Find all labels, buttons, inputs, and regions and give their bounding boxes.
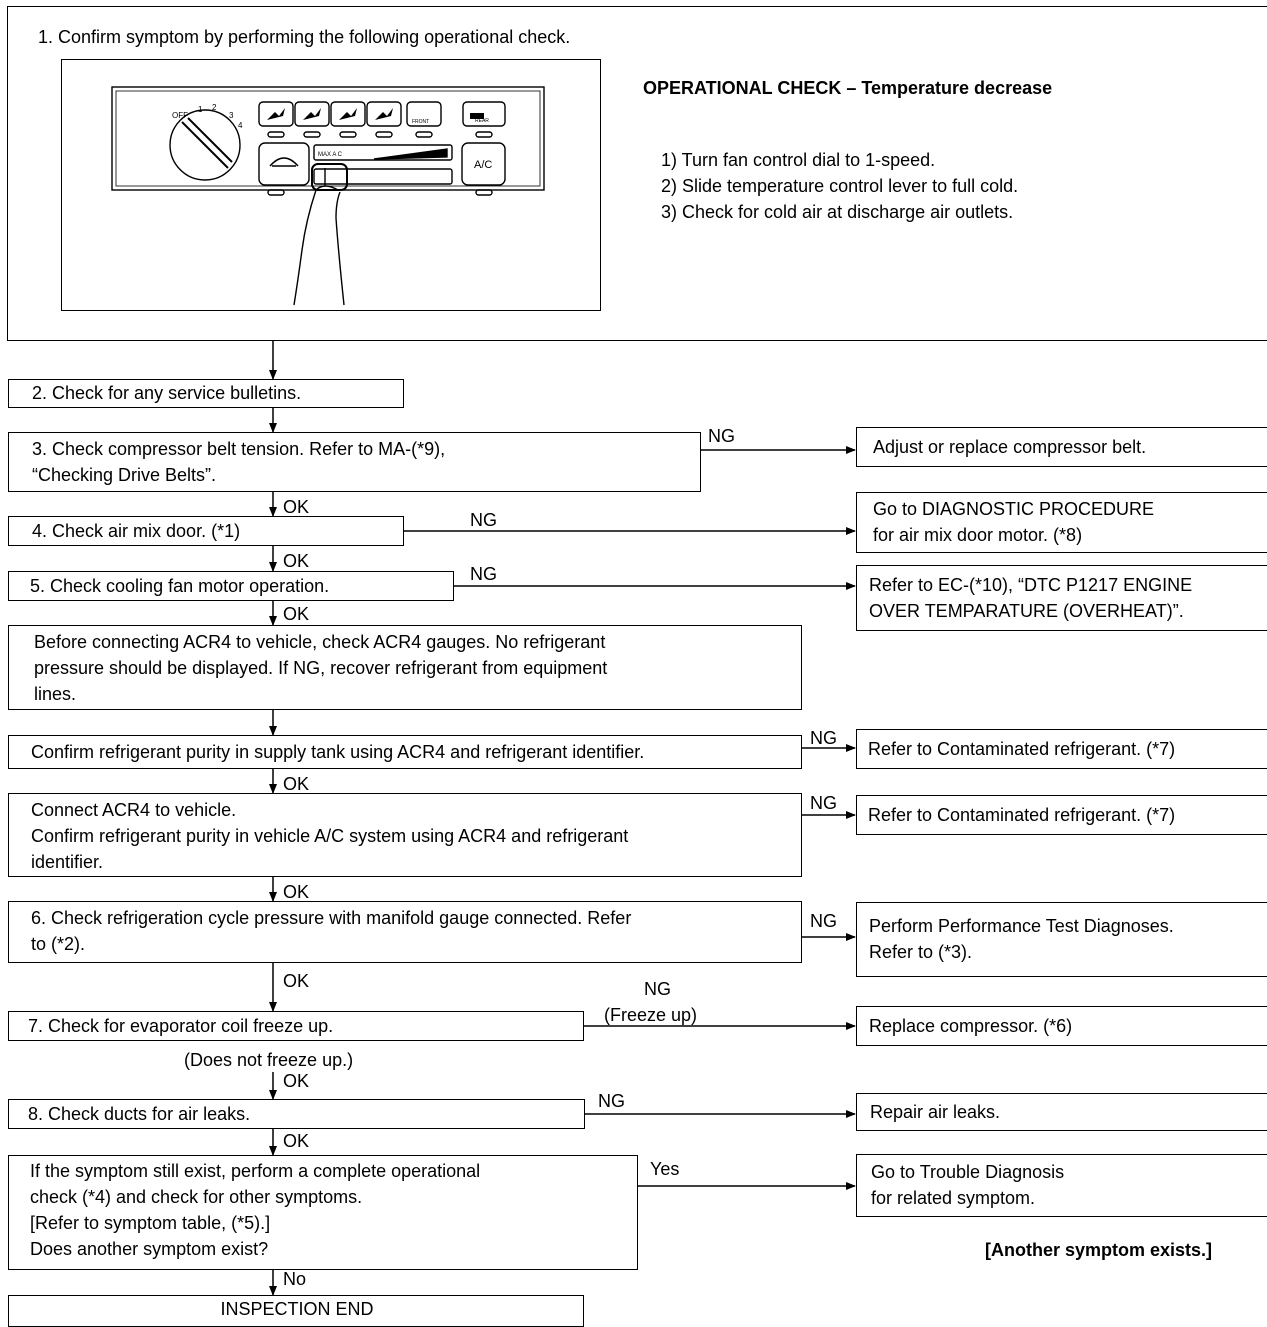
step3-ng-text: Adjust or replace compressor belt. (873, 437, 1147, 457)
another-symptom-label: [Another symptom exists.] (985, 1240, 1213, 1260)
dial-3-label: 3 (229, 111, 234, 120)
step7-ng-box: Replace compressor. (*6) (856, 1006, 1267, 1046)
operational-check-step-2: 2) Slide temperature control lever to fu… (661, 176, 1019, 196)
step5-ng-box: Refer to EC-(*10), “DTC P1217 ENGINE OVE… (856, 565, 1267, 631)
purity-vehicle-ng-text: Refer to Contaminated refrigerant. (*7) (868, 805, 1176, 825)
step5-ng-label: NG (470, 564, 497, 584)
max-ac-label: MAX A C (318, 152, 343, 158)
step2-box: 2. Check for any service bulletins. (8, 379, 404, 408)
final-question-text: If the symptom still exist, perform a co… (30, 1161, 481, 1259)
purity-tank-box: Confirm refrigerant purity in supply tan… (8, 735, 802, 769)
dial-2-label: 2 (212, 103, 217, 112)
step5-ng-text: Refer to EC-(*10), “DTC P1217 ENGINE OVE… (869, 575, 1193, 621)
step6-ng-text: Perform Performance Test Diagnoses. Refe… (869, 916, 1174, 962)
step8-box: 8. Check ducts for air leaks. (8, 1099, 585, 1129)
step8-ng-label: NG (598, 1091, 625, 1111)
front-defrost-label: FRONT (412, 119, 429, 125)
control-panel-illustration: OFF 1 2 3 4 MAX A C A/C FRONT REAR (61, 59, 601, 311)
ac-control-panel-drawing: OFF 1 2 3 4 MAX A C A/C FRONT REAR (111, 86, 545, 306)
step5-text: 5. Check cooling fan motor operation. (30, 576, 330, 596)
step5-box: 5. Check cooling fan motor operation. (8, 571, 454, 601)
step8-text: 8. Check ducts for air leaks. (28, 1104, 251, 1124)
step7-not-freeze-label: (Does not freeze up.) (184, 1050, 354, 1070)
step4-ok-label: OK (283, 551, 310, 571)
dial-4-label: 4 (238, 121, 243, 130)
step3-ok-label: OK (283, 497, 310, 517)
purity-vehicle-ok-label: OK (283, 882, 310, 902)
mode-icons (267, 108, 484, 120)
step6-box: 6. Check refrigeration cycle pressure wi… (8, 901, 802, 963)
step7-ng-label: NG (644, 979, 671, 999)
operational-check-title: OPERATIONAL CHECK – Temperature decrease (643, 78, 1053, 98)
operational-check-step-1: 1) Turn fan control dial to 1-speed. (661, 150, 936, 170)
final-question-box: If the symptom still exist, perform a co… (8, 1155, 638, 1270)
purity-tank-ng-box: Refer to Contaminated refrigerant. (*7) (856, 729, 1267, 769)
step7-freeze-up-label: (Freeze up) (604, 1005, 698, 1025)
purity-tank-ok-label: OK (283, 774, 310, 794)
final-yes-text: Go to Trouble Diagnosis for related symp… (871, 1162, 1065, 1208)
step3-ng-box: Adjust or replace compressor belt. (856, 427, 1267, 467)
acr4-gauge-text: Before connecting ACR4 to vehicle, check… (34, 632, 608, 704)
step8-ok-label: OK (283, 1131, 310, 1151)
step3-box: 3. Check compressor belt tension. Refer … (8, 432, 701, 492)
purity-tank-ng-label: NG (810, 728, 837, 748)
purity-vehicle-box: Connect ACR4 to vehicle. Confirm refrige… (8, 793, 802, 877)
step7-ng-text: Replace compressor. (*6) (869, 1016, 1073, 1036)
inspection-end-text: INSPECTION END (220, 1299, 374, 1319)
final-no-label: No (283, 1269, 307, 1289)
final-yes-box: Go to Trouble Diagnosis for related symp… (856, 1154, 1267, 1217)
step8-ng-text: Repair air leaks. (870, 1102, 1001, 1122)
step4-ng-label: NG (470, 510, 497, 530)
step6-ng-label: NG (810, 911, 837, 931)
purity-tank-ng-text: Refer to Contaminated refrigerant. (*7) (868, 739, 1176, 759)
purity-vehicle-text: Connect ACR4 to vehicle. Confirm refrige… (31, 800, 629, 872)
step6-ok-label: OK (283, 971, 310, 991)
ac-button-label: A/C (474, 159, 492, 171)
step2-text: 2. Check for any service bulletins. (32, 383, 302, 403)
inspection-end-box: INSPECTION END (8, 1295, 584, 1327)
step6-ng-box: Perform Performance Test Diagnoses. Refe… (856, 902, 1267, 977)
step7-box: 7. Check for evaporator coil freeze up. (8, 1011, 584, 1041)
step7-ok-label: OK (283, 1071, 310, 1091)
purity-vehicle-ng-label: NG (810, 793, 837, 813)
step4-ng-box: Go to DIAGNOSTIC PROCEDURE for air mix d… (856, 492, 1267, 553)
step4-text: 4. Check air mix door. (*1) (32, 521, 241, 541)
step4-ng-text: Go to DIAGNOSTIC PROCEDURE for air mix d… (873, 499, 1155, 545)
step5-ok-label: OK (283, 604, 310, 624)
step8-ng-box: Repair air leaks. (856, 1093, 1267, 1131)
acr4-gauge-box: Before connecting ACR4 to vehicle, check… (8, 625, 802, 710)
step3-text: 3. Check compressor belt tension. Refer … (32, 439, 446, 485)
step6-text: 6. Check refrigeration cycle pressure wi… (31, 908, 632, 954)
step3-ng-label: NG (708, 426, 735, 446)
step7-text: 7. Check for evaporator coil freeze up. (28, 1016, 334, 1036)
rear-defrost-label: REAR (475, 118, 489, 124)
final-yes-label: Yes (650, 1159, 680, 1179)
purity-tank-text: Confirm refrigerant purity in supply tan… (31, 742, 645, 762)
purity-vehicle-ng-box: Refer to Contaminated refrigerant. (*7) (856, 795, 1267, 835)
dial-1-label: 1 (198, 105, 203, 114)
step1-title: 1. Confirm symptom by performing the fol… (38, 27, 571, 47)
step4-box: 4. Check air mix door. (*1) (8, 516, 404, 546)
dial-off-label: OFF (172, 111, 188, 120)
operational-check-step-3: 3) Check for cold air at discharge air o… (661, 202, 1014, 222)
